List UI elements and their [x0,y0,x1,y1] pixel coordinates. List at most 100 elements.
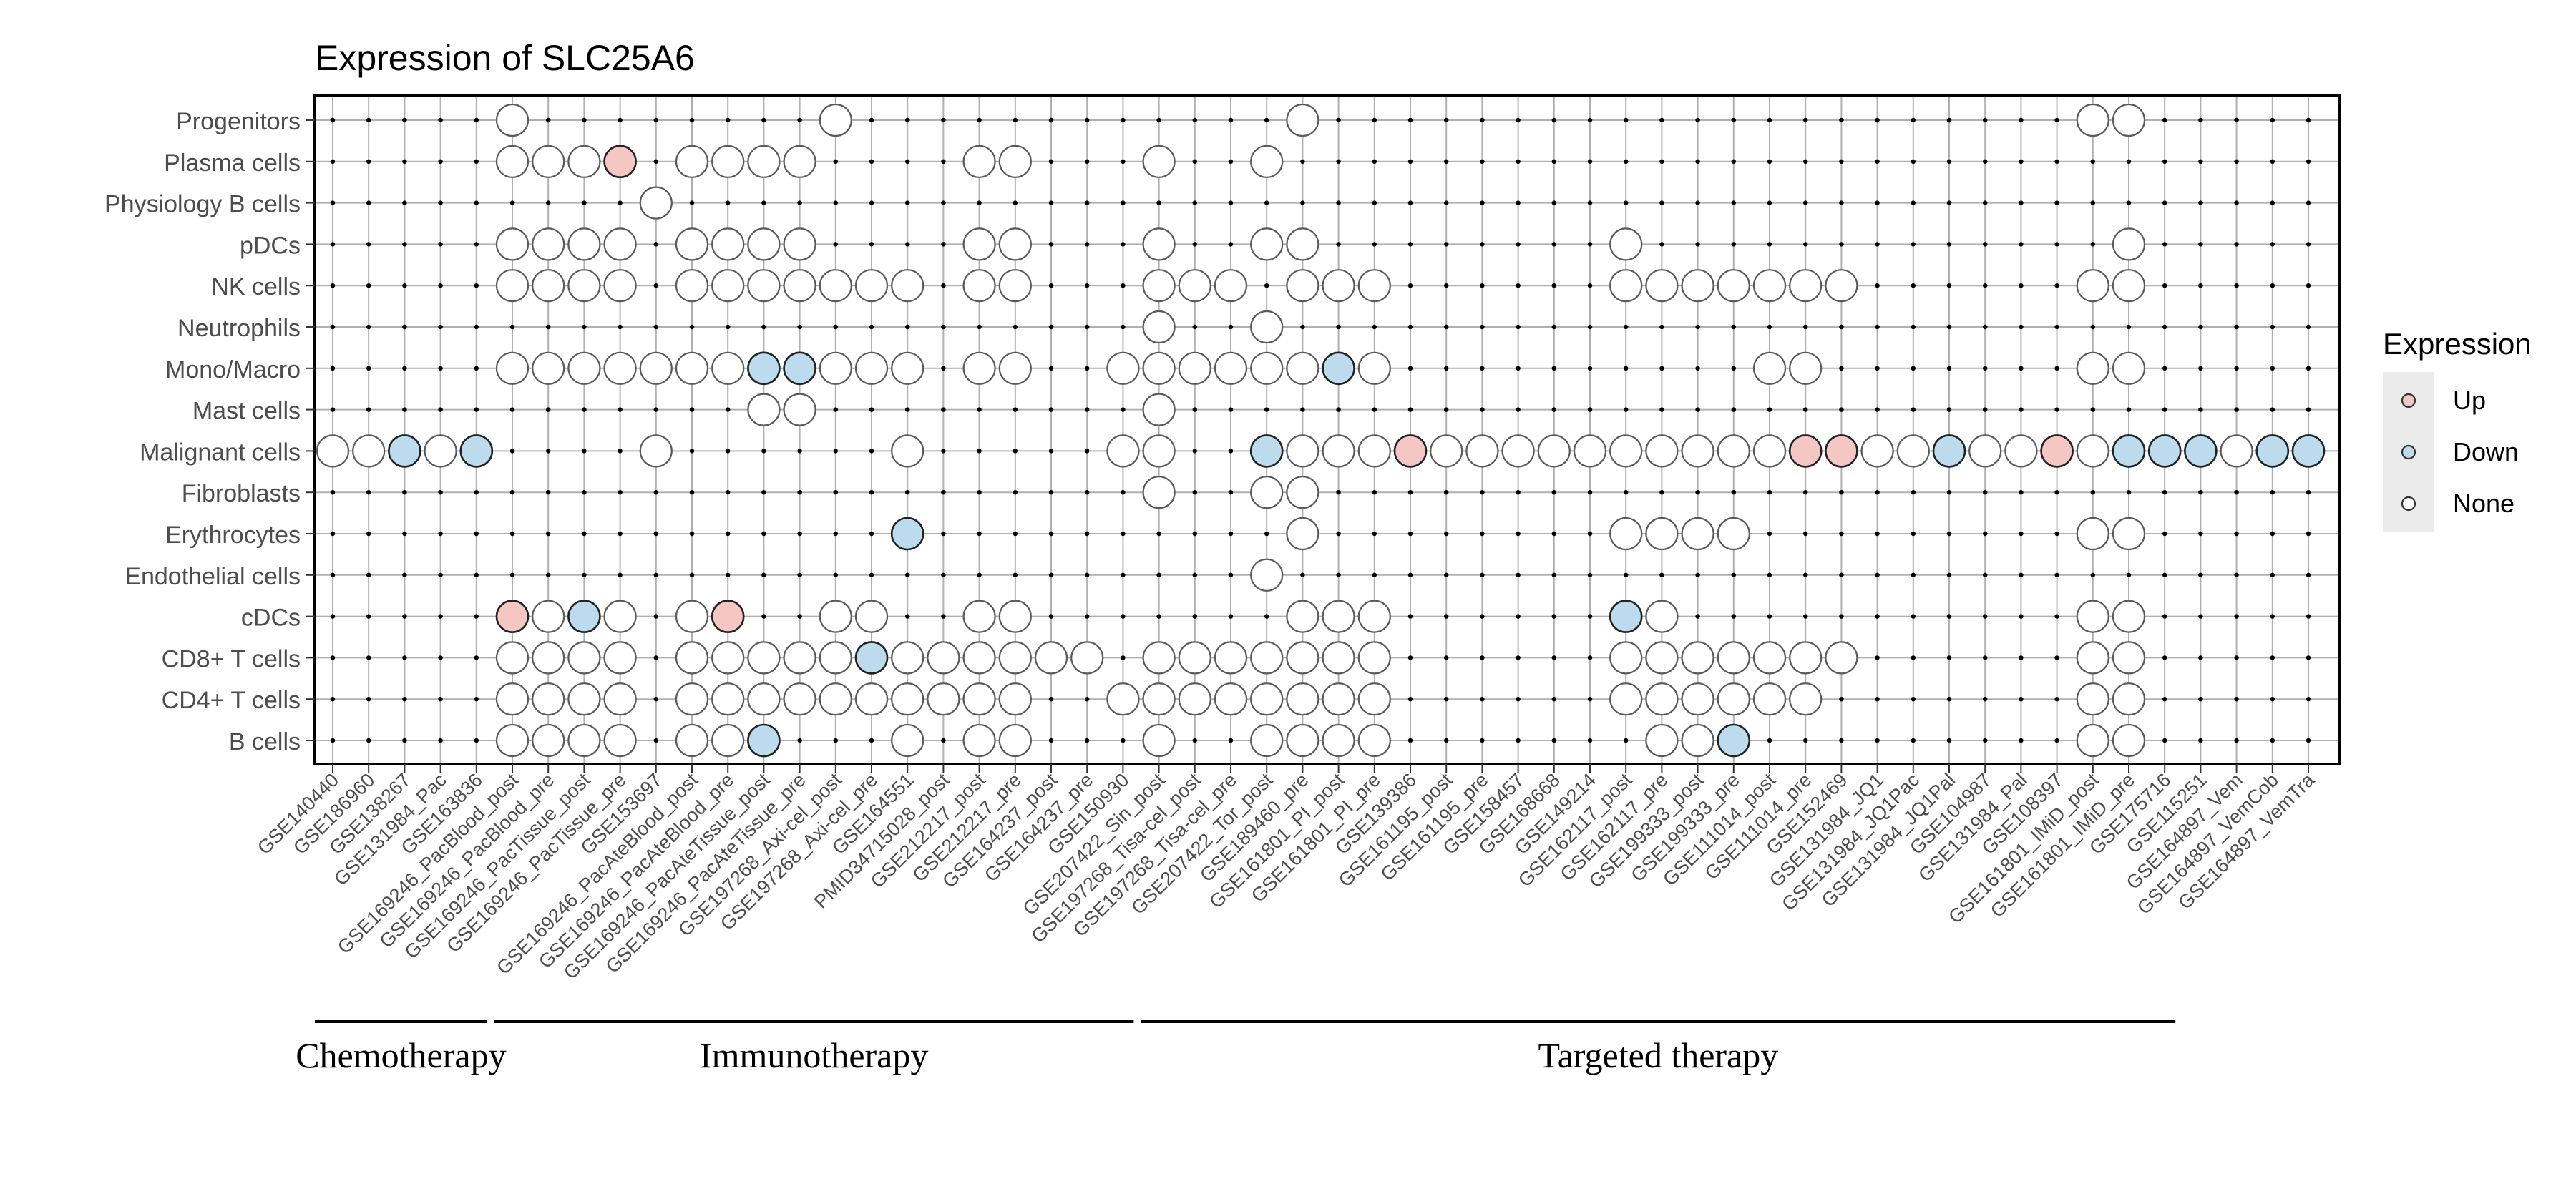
point-none: cDCs / GSE169246_PacBlood_pre: None [532,600,565,633]
grid-dot [2162,242,2167,247]
grid-dot [1444,159,1449,164]
grid-dot [2198,117,2203,123]
grid-dot [438,655,443,660]
grid-dot [1516,738,1521,743]
grid-dot [1048,200,1054,205]
point-none: Fibroblasts / GSE207422_Sin_post: None [1142,476,1176,509]
point-none: Progenitors / GSE169246_PacBlood_post: N… [495,103,530,137]
point-none: Plasma cells / GSE169246_PacBlood_post: … [495,145,530,178]
grid-dot [2162,614,2167,619]
grid-dot [2270,117,2275,123]
grid-dot [1731,324,1736,330]
grid-dot [1407,283,1413,288]
grid-dot [1516,366,1521,371]
point-none: Physiology B cells / GSE153697: None [639,186,673,220]
grid-dot [1121,117,1126,123]
grid-dot [1983,200,1988,205]
point-down: cDCs / GSE169246_PacTissue_post: Down [567,600,601,633]
y-tick-label: CD4+ T cells [162,687,301,714]
grid-dot [1228,200,1234,205]
grid-dot [1587,366,1593,371]
point-none: cDCs / GSE189460_pre: None [1286,600,1319,633]
grid-dot [1121,655,1126,660]
point-down: B cells / GSE199333_pre: Down [1717,723,1751,758]
grid-dot [1624,738,1629,743]
grid-dot [1300,572,1305,577]
point-none: NK cells / GSE162117_pre: None [1645,269,1679,303]
grid-dot [2090,407,2095,412]
grid-dot [509,449,515,454]
grid-dot [546,117,551,123]
grid-dot [1192,572,1198,577]
grid-dot [1085,614,1090,619]
grid-dot [438,366,443,371]
grid-dot [1875,738,1880,743]
point-none: NK cells / GSE169246_PacTissue_pre: None [603,269,637,303]
grid-dot [1911,572,1916,577]
grid-dot [1372,324,1377,330]
grid-dot [761,200,766,205]
grid-dot [2198,614,2203,619]
grid-dot [2019,531,2024,537]
grid-dot [1875,200,1880,205]
point-none: Neutrophils / GSE207422_Tor_post: None [1250,310,1284,344]
grid-dot [1264,407,1269,412]
grid-dot [761,572,766,577]
point-none: Malignant cells / GSE111014_post: None [1752,434,1787,468]
grid-dot [2270,738,2275,743]
point-none: CD8+ T cells / GSE164237_post: None [1034,641,1068,675]
grid-dot [2162,159,2167,164]
grid-dot [2019,614,2024,619]
grid-dot [1946,366,1952,371]
grid-dot [1946,117,1952,123]
point-none: Mast cells / GSE207422_Sin_post: None [1142,393,1176,426]
grid-dot [941,738,946,743]
grid-dot [1875,407,1880,412]
grid-dot [1480,572,1485,577]
point-none: NK cells / GSE111014_pre: None [1789,269,1823,303]
grid-dot [1946,159,1952,164]
point-none: Plasma cells / GSE169246_PacBlood_pre: N… [532,145,565,178]
y-tick-label: pDCs [240,232,301,259]
grid-dot [582,572,587,577]
point-none: pDCs / GSE212217_post: None [962,227,996,261]
grid-dot [546,407,551,412]
grid-dot [2234,490,2239,495]
point-none: Plasma cells / GSE169246_PacAteBlood_pre… [711,145,745,178]
grid-dot [2306,572,2311,577]
grid-dot [618,117,623,123]
grid-dot [833,242,839,247]
point-none: CD8+ T cells / GSE152469: None [1825,641,1858,675]
point-none: NK cells / GSE169246_PacBlood_post: None [495,269,530,303]
grid-dot [2054,531,2059,537]
grid-dot [2019,159,2024,164]
grid-dot [1659,366,1664,371]
grid-dot [2019,738,2024,743]
grid-dot [2234,324,2239,330]
grid-dot [509,572,515,577]
grid-dot [1587,490,1593,495]
point-none: B cells / GSE207422_Sin_post: None [1142,723,1176,758]
group-label: Immunotherapy [700,1035,928,1075]
point-none: cDCs / GSE161801_PI_post: None [1322,600,1355,633]
grid-dot [941,242,946,247]
grid-dot [402,738,407,743]
point-none: NK cells / GSE199333_post: None [1681,269,1714,303]
point-none: B cells / GSE169246_PacBlood_pre: None [532,723,565,758]
grid-dot [1444,490,1449,495]
grid-dot [1444,572,1449,577]
grid-dot [1480,614,1485,619]
grid-dot [618,407,623,412]
grid-dot [1767,117,1772,123]
grid-dot [1911,614,1916,619]
grid-dot [1911,531,1916,537]
grid-dot [1551,242,1556,247]
grid-dot [366,324,371,330]
point-none: Malignant cells / GSE161801_IMiD_post: N… [2076,434,2109,468]
grid-dot [1875,324,1880,330]
grid-dot [2162,531,2167,537]
point-none: pDCs / GSE169246_PacAteTissue_post: None [747,227,781,261]
point-none: NK cells / GSE197268_Tisa-cel_post: None [1178,269,1211,303]
grid-dot [1875,242,1880,247]
point-none: NK cells / GSE197268_Axi-cel_pre: None [854,269,889,303]
